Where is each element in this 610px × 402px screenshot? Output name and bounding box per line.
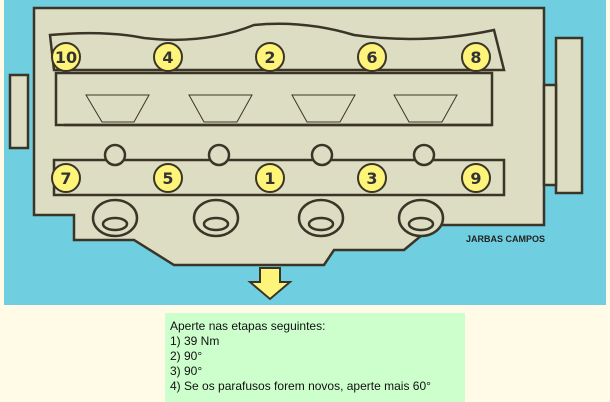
cam-journal [397, 198, 445, 238]
torque-instructions: Aperte nas etapas seguintes: 1) 39 Nm 2)… [165, 313, 465, 402]
step: 4) Se os parafusos forem novos, aperte m… [170, 379, 431, 393]
down-arrow-icon [247, 267, 293, 301]
cam-journal [192, 198, 240, 238]
bolt-2: 2 [255, 42, 285, 72]
step: 2) 90° [170, 349, 203, 363]
bolt-9: 9 [461, 163, 491, 193]
step: 1) 39 Nm [170, 334, 220, 348]
cam-journal [91, 198, 139, 238]
bolt-3: 3 [357, 163, 387, 193]
bolt-6: 6 [357, 42, 387, 72]
bolt-7: 7 [51, 163, 81, 193]
cam-journal [297, 198, 345, 238]
bolt-number: 7 [60, 169, 71, 188]
gear-hub [542, 83, 558, 187]
instructions-title: Aperte nas etapas seguintes: [170, 319, 326, 333]
bolt-8: 8 [461, 42, 491, 72]
step: 3) 90° [170, 364, 203, 378]
left-plate [8, 73, 30, 150]
bolt-10: 10 [51, 42, 81, 72]
bolt-number: 9 [470, 169, 481, 188]
bolt-4: 4 [153, 42, 183, 72]
bolt-number: 10 [55, 48, 77, 67]
bolt-number: 6 [366, 48, 377, 67]
bolt-number: 8 [470, 48, 481, 67]
bolt-number: 5 [162, 169, 173, 188]
cylinder-head-drawing: 10 4 2 6 8 7 5 1 3 9 [8, 6, 584, 301]
bolt-number: 2 [264, 48, 275, 67]
bolt-1: 1 [255, 163, 285, 193]
bolt-5: 5 [153, 163, 183, 193]
bolt-number: 4 [162, 48, 173, 67]
cylinder-head-diagram: 10 4 2 6 8 7 5 1 3 9 JARBAS CAMPOS [4, 0, 606, 305]
author-credit: JARBAS CAMPOS [466, 234, 546, 244]
bolt-number: 3 [366, 169, 377, 188]
timing-gear [554, 36, 584, 195]
bolt-number: 1 [264, 169, 275, 188]
